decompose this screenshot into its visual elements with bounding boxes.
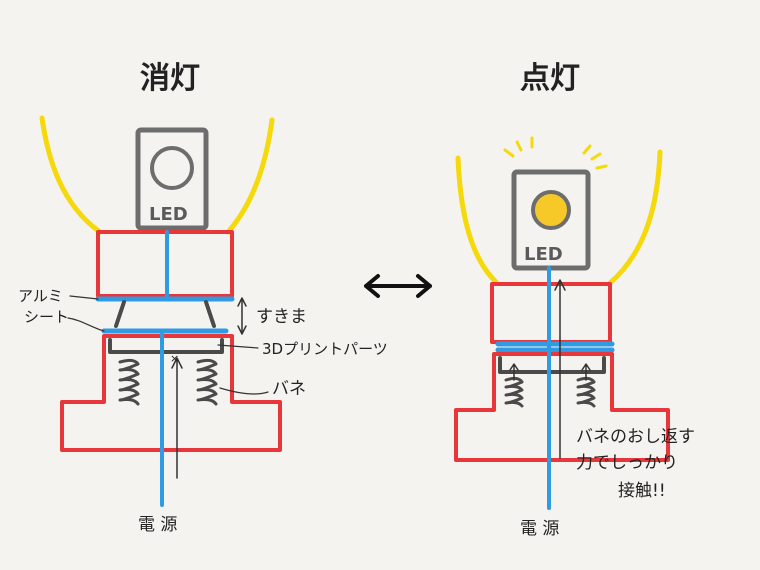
off-aluminum-leader-1 [69, 295, 99, 300]
off-spring-left [118, 358, 140, 406]
on-reflector-left [455, 155, 499, 285]
on-led-bulb [531, 190, 571, 230]
off-aluminum-leader-2 [67, 317, 105, 332]
off-aluminum-label-2: シート [24, 308, 69, 326]
off-x-mark: × [170, 352, 179, 365]
off-holder [108, 338, 224, 354]
on-note-line1: バネのおし返す [576, 427, 695, 447]
off-gap-label: すきま [256, 307, 307, 327]
off-spring-right [196, 358, 218, 406]
on-push-arrow [554, 279, 566, 459]
on-led-label: LED [524, 244, 563, 265]
off-led-label: LED [149, 204, 188, 225]
off-printed-part [114, 300, 216, 328]
on-note-line2: 力でしっかり [576, 453, 678, 473]
off-gap-arrow [237, 297, 247, 335]
off-led-body [135, 127, 209, 231]
on-reflector-right [607, 149, 663, 286]
on-led-glow-rays [503, 136, 608, 170]
off-reflector-right [225, 117, 275, 235]
on-spring-left [504, 376, 524, 408]
off-base [60, 334, 282, 452]
off-push-arrow [171, 357, 183, 479]
off-title: 消灯 [140, 61, 200, 96]
off-reflector-left [39, 115, 103, 235]
off-printed-label: 3Dプリントパーツ [262, 340, 388, 358]
off-aluminum-label-1: アルミ [18, 287, 63, 305]
on-spring-push-arrows [509, 363, 591, 381]
on-diagram: 点灯 LED バネのおし返す 力でしっかり 接触!! 電 源 [454, 61, 695, 539]
on-holder [498, 356, 606, 374]
off-spring-label: バネ [272, 379, 306, 399]
on-note-line3: 接触!! [618, 481, 666, 501]
off-led-bulb [150, 146, 194, 190]
on-base [454, 352, 670, 462]
off-spring-leader [219, 387, 269, 395]
on-spring-right [576, 376, 596, 408]
off-power-label: 電 源 [138, 515, 177, 535]
on-title: 点灯 [520, 61, 580, 96]
off-diagram: 消灯 LED × すきま アルミ シート [18, 61, 388, 535]
off-printed-leader [217, 344, 259, 349]
on-power-label: 電 源 [520, 519, 559, 539]
state-arrow [364, 274, 432, 298]
double-arrow-icon [364, 274, 432, 298]
